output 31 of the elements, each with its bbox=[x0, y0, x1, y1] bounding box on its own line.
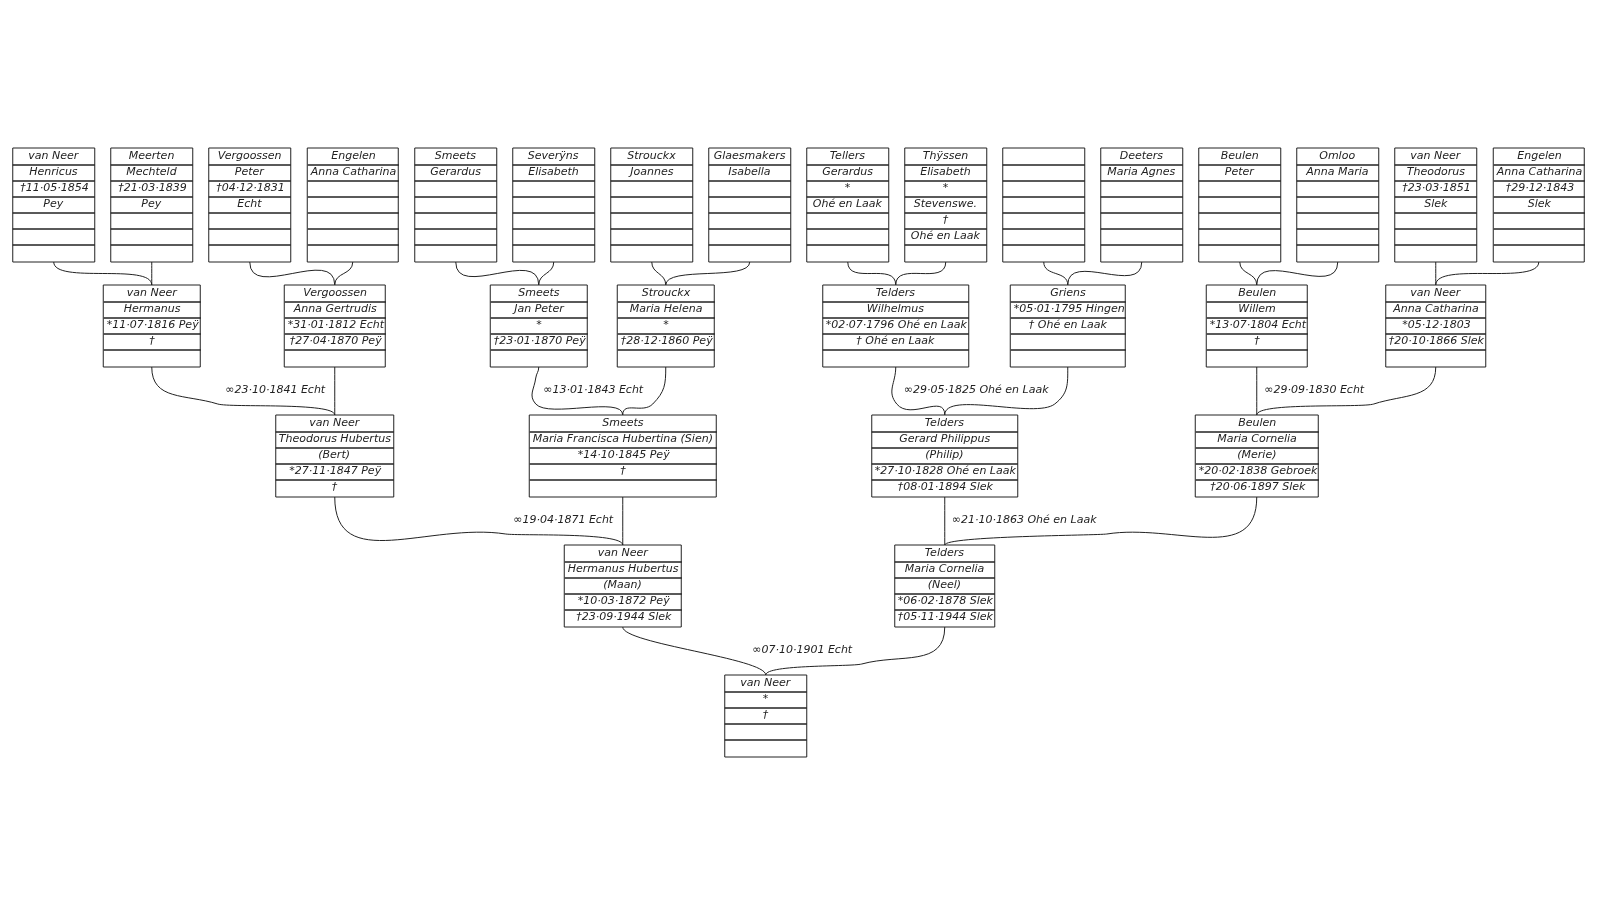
connector bbox=[622, 496, 624, 546]
connector bbox=[1067, 261, 1143, 286]
connector bbox=[531, 366, 624, 416]
connector bbox=[53, 261, 153, 286]
connector bbox=[1256, 366, 1437, 416]
connector bbox=[151, 366, 336, 416]
connector bbox=[651, 261, 667, 286]
edge-label: ∞23·10·1841 Echt bbox=[225, 382, 326, 396]
edge-label: ∞13·01·1843 Echt bbox=[543, 382, 644, 396]
connector bbox=[944, 496, 1258, 546]
connector bbox=[334, 366, 336, 416]
connector bbox=[1435, 261, 1540, 286]
edge-label: ∞21·10·1863 Ohé en Laak bbox=[951, 512, 1097, 526]
edge-label: ∞07·10·1901 Echt bbox=[752, 642, 853, 656]
connector bbox=[151, 261, 153, 286]
edge-label: ∞19·04·1871 Echt bbox=[513, 512, 614, 526]
connector bbox=[895, 261, 947, 286]
connector bbox=[944, 496, 946, 546]
edge-label: ∞29·09·1830 Echt bbox=[1264, 382, 1365, 396]
connector bbox=[334, 261, 354, 286]
connector bbox=[538, 261, 555, 286]
connector bbox=[765, 626, 946, 676]
connector bbox=[1435, 261, 1437, 286]
edge-label: ∞29·05·1825 Ohé en Laak bbox=[903, 382, 1049, 396]
connector bbox=[622, 626, 767, 676]
connector bbox=[665, 261, 751, 286]
connector bbox=[944, 366, 1069, 416]
connector bbox=[1256, 261, 1339, 286]
connector bbox=[334, 496, 624, 546]
connector bbox=[622, 366, 667, 416]
connector bbox=[1256, 366, 1258, 416]
